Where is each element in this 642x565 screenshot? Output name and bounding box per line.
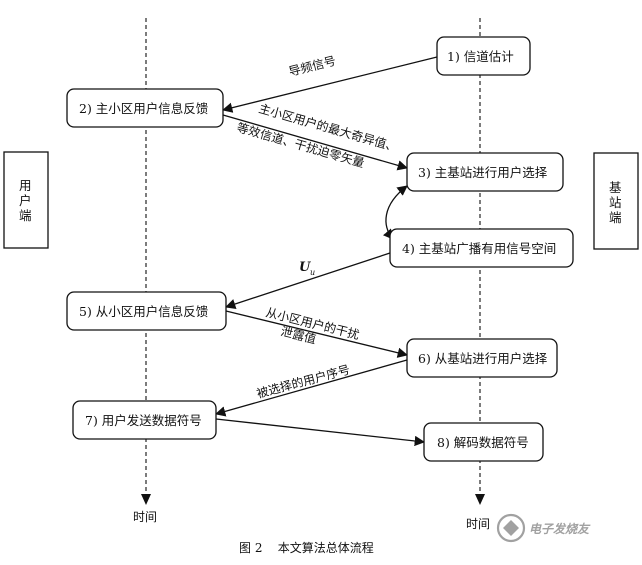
- step-4-label: 4) 主基站广播有用信号空间: [402, 241, 556, 256]
- figure-caption: 图 2 本文算法总体流程: [239, 540, 374, 555]
- arrow-primary-feedback: [222, 114, 408, 171]
- user-side-char-2: 户: [19, 193, 32, 208]
- user-side-char-1: 用: [19, 178, 32, 193]
- step-1-label: 1) 信道估计: [447, 49, 514, 64]
- step-6-label: 6) 从基站进行用户选择: [418, 351, 548, 366]
- step-4-box: 4) 主基站广播有用信号空间: [389, 228, 574, 268]
- time-label-left: 时间: [133, 510, 157, 524]
- step-7-label: 7) 用户发送数据符号: [85, 413, 202, 428]
- arrow-selected-index: [214, 359, 408, 417]
- message-pilot-signal: 导频信号: [287, 54, 337, 79]
- time-label-right: 时间: [466, 517, 490, 531]
- step-2-label: 2) 主小区用户信息反馈: [79, 101, 208, 116]
- base-side-box: [593, 152, 639, 250]
- arrow-useful-space: [225, 252, 391, 310]
- arrow-pilot-signal: [221, 56, 438, 113]
- message-useful-space-subscript: u: [310, 268, 315, 277]
- step-3-box: 3) 主基站进行用户选择: [406, 152, 564, 192]
- step-8-box: 8) 解码数据符号: [423, 422, 544, 462]
- user-side-box: [3, 151, 49, 249]
- step-3-label: 3) 主基站进行用户选择: [418, 165, 548, 180]
- step-5-box: 5) 从小区用户信息反馈: [66, 291, 227, 331]
- base-side-char-1: 基: [609, 180, 622, 195]
- arrow-secondary-feedback: [225, 310, 409, 358]
- step-1-box: 1) 信道估计: [436, 36, 531, 76]
- watermark-logo: 电子发烧友: [496, 513, 591, 543]
- watermark-text: 电子发烧友: [529, 522, 591, 536]
- arrow-send-data: [215, 418, 426, 447]
- base-timeline-arrowhead: [475, 494, 485, 505]
- base-side-char-3: 端: [609, 210, 622, 225]
- step-7-box: 7) 用户发送数据符号: [72, 400, 217, 440]
- step-8-label: 8) 解码数据符号: [437, 435, 529, 450]
- step-6-box: 6) 从基站进行用户选择: [406, 338, 558, 378]
- message-useful-space-symbol: U: [299, 260, 311, 275]
- base-side-char-2: 站: [609, 195, 622, 210]
- step-5-label: 5) 从小区用户信息反馈: [79, 304, 208, 319]
- user-timeline-arrowhead: [141, 494, 151, 505]
- message-selected-index: 被选择的用户序号: [255, 362, 352, 401]
- user-side-char-3: 端: [19, 208, 32, 223]
- step-2-box: 2) 主小区用户信息反馈: [66, 88, 224, 128]
